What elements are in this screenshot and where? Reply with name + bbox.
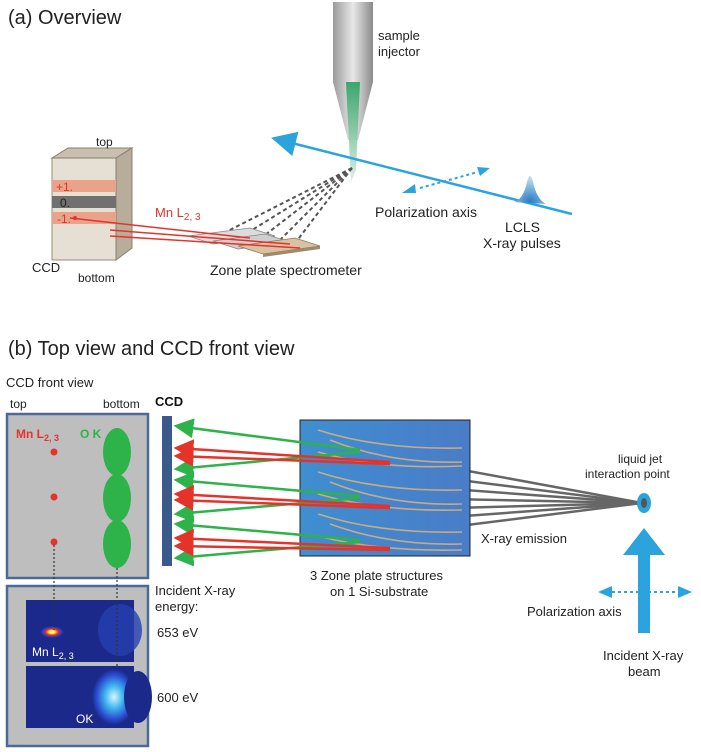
mn-spot-3 bbox=[50, 538, 58, 546]
ccd-bottom-label: bottom bbox=[78, 271, 115, 285]
panel-b-title: (b) Top view and CCD front view bbox=[8, 338, 295, 360]
ccd-top-label: top bbox=[96, 135, 113, 149]
incident-beam-shaft bbox=[638, 555, 650, 633]
order-minus1-label: -1. bbox=[57, 212, 71, 226]
sample-injector-label-1: sample bbox=[378, 28, 420, 43]
liquid-jet-label-2: interaction point bbox=[585, 467, 670, 481]
zone-plate-rings bbox=[317, 429, 463, 552]
mn-label-a: Mn L2, 3 bbox=[155, 205, 201, 223]
ccd-label-a: CCD bbox=[32, 260, 60, 275]
incident-beam-arrowhead bbox=[623, 528, 665, 555]
incident-energy-label-1: Incident X-ray bbox=[155, 583, 236, 598]
inset-mn-label: Mn L2, 3 bbox=[32, 645, 74, 661]
front-top-label: top bbox=[10, 397, 27, 411]
ccd-bold-label: CCD bbox=[155, 394, 183, 409]
mn-spot-1 bbox=[50, 448, 58, 456]
front-bottom-label: bottom bbox=[103, 397, 140, 411]
mn-spot-2 bbox=[50, 493, 58, 501]
diffraction-dashed-lines bbox=[217, 167, 353, 245]
ccd-bar bbox=[162, 416, 172, 566]
order-0-label: 0. bbox=[60, 196, 70, 210]
incident-energy-label-2: energy: bbox=[155, 599, 198, 614]
mn-red-lines bbox=[69, 217, 301, 249]
polarization-axis-label-b: Polarization axis bbox=[527, 604, 622, 619]
front-ok-label: O K bbox=[80, 427, 102, 441]
mn-peak-spot bbox=[40, 626, 64, 638]
panel-a-title: (a) Overview bbox=[8, 7, 122, 29]
ok-spot-3 bbox=[103, 520, 131, 568]
ok-peak-spot bbox=[92, 669, 136, 725]
energy-653-label: 653 eV bbox=[157, 625, 199, 640]
incident-beam-label-1: Incident X-ray bbox=[603, 648, 684, 663]
incident-beam-label-2: beam bbox=[628, 664, 661, 679]
zone-plate-spectrometer-label: Zone plate spectrometer bbox=[210, 262, 362, 278]
zone-plate-label-1: 3 Zone plate structures bbox=[310, 568, 443, 583]
mn-red-arrows bbox=[173, 439, 391, 557]
order-plus1-label: +1. bbox=[56, 180, 73, 194]
liquid-jet-label-1: liquid jet bbox=[618, 452, 663, 466]
inset-ok-label: OK bbox=[76, 712, 93, 726]
polarization-axis-arrow bbox=[419, 171, 479, 189]
ok-spot-1 bbox=[103, 428, 131, 476]
front-mn-label: Mn L2, 3 bbox=[16, 427, 59, 443]
lcls-label-2: X-ray pulses bbox=[483, 235, 561, 251]
xray-emission-label: X-ray emission bbox=[481, 531, 567, 546]
lcls-label-1: LCLS bbox=[505, 219, 540, 235]
zone-plate-block bbox=[299, 419, 471, 557]
ccd-box bbox=[50, 147, 134, 261]
zone-plate-label-2: on 1 Si-substrate bbox=[330, 584, 428, 599]
polarization-axis-label-a: Polarization axis bbox=[375, 204, 477, 220]
ccd-front-view-label: CCD front view bbox=[6, 375, 94, 390]
sample-injector-label-2: injector bbox=[378, 44, 421, 59]
ok-spot-2 bbox=[103, 474, 131, 522]
lcls-pulse-icon bbox=[514, 176, 546, 204]
sample-injector bbox=[333, 2, 373, 182]
energy-600-label: 600 eV bbox=[157, 690, 199, 705]
